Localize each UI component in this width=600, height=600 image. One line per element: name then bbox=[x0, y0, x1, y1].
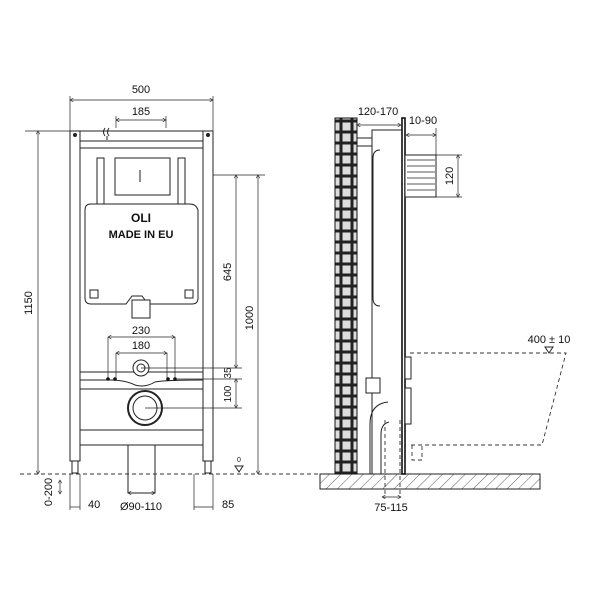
dim-leg-adjust: 0-200 bbox=[43, 478, 55, 506]
front-dimensions: 500 185 1150 645 1000 35 100 230 180 0 0… bbox=[23, 84, 265, 513]
dim-flush-plate: 120 bbox=[444, 167, 456, 185]
front-view: OLI MADE IN EU 500 185 1150 645 1000 35 … bbox=[20, 84, 335, 513]
dim-230: 230 bbox=[132, 325, 150, 337]
dim-100: 100 bbox=[223, 385, 234, 402]
cistern: OLI MADE IN EU bbox=[84, 157, 199, 319]
dim-wall-gap: 120-170 bbox=[358, 106, 398, 118]
dim-1000: 1000 bbox=[244, 306, 256, 330]
dim-drain: Ø90-110 bbox=[120, 501, 162, 513]
side-view: 120-170 10-90 120 400 ± 10 75-115 bbox=[319, 106, 570, 514]
floor-hatch bbox=[319, 473, 541, 490]
dim-panel-offset: 10-90 bbox=[409, 115, 437, 127]
seat-level-marker-icon bbox=[544, 346, 554, 354]
side-frame bbox=[357, 117, 437, 498]
dim-180: 180 bbox=[132, 340, 150, 352]
bracket-and-pipes bbox=[79, 359, 204, 494]
frame bbox=[69, 127, 214, 474]
dim-40: 40 bbox=[88, 499, 100, 511]
dim-35: 35 bbox=[223, 367, 234, 379]
tank-origin-label: MADE IN EU bbox=[109, 229, 174, 241]
dim-seat-height: 400 ± 10 bbox=[528, 334, 571, 346]
dim-1150: 1150 bbox=[23, 291, 35, 315]
dim-645: 645 bbox=[222, 263, 234, 281]
zero-level-label: 0 bbox=[237, 457, 241, 464]
brick-wall bbox=[334, 117, 358, 475]
dim-500: 500 bbox=[132, 84, 150, 96]
dim-drain-offset: 75-115 bbox=[374, 502, 407, 514]
level-marker-icon bbox=[234, 465, 244, 473]
dim-185: 185 bbox=[132, 106, 150, 118]
side-dimensions: 120-170 10-90 120 400 ± 10 75-115 bbox=[357, 106, 570, 514]
tank-brand-label: OLI bbox=[131, 211, 151, 225]
wc-bowl-outline bbox=[410, 352, 567, 461]
dim-85: 85 bbox=[222, 499, 234, 511]
